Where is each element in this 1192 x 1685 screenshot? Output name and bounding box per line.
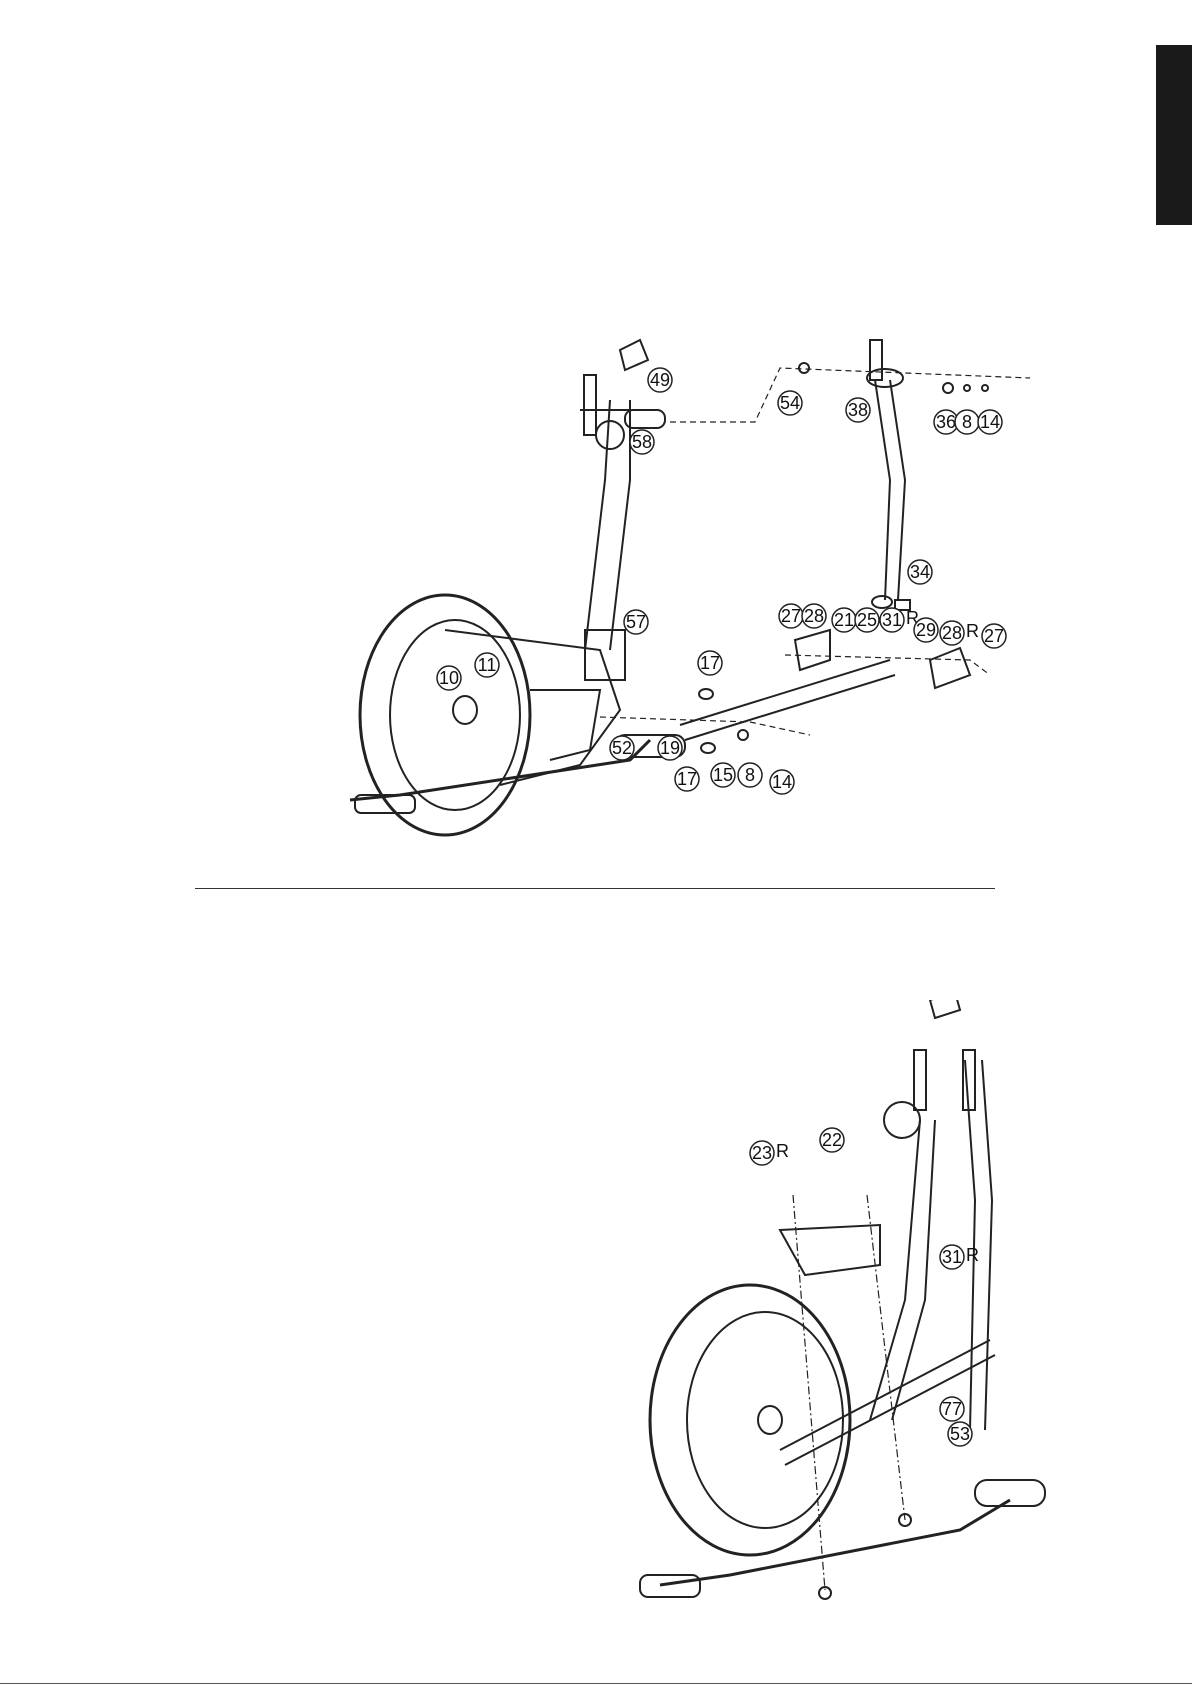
callout-label: 17 <box>677 769 697 789</box>
fig1-callout-15: 15 <box>711 763 735 787</box>
callout-label: 77 <box>942 1399 962 1419</box>
callout-label: 27 <box>781 606 801 626</box>
fig1-callout-58: 58 <box>630 430 654 454</box>
callout-label: 21 <box>834 610 854 630</box>
fig1-callout-49: 49 <box>648 368 672 392</box>
callout-suffix: R <box>966 1245 979 1265</box>
callout-label: 23 <box>752 1143 772 1163</box>
callout-label: 15 <box>713 765 733 785</box>
fig1-callout-8: 8 <box>955 410 979 434</box>
callout-label: 28 <box>942 623 962 643</box>
fig1-callout-27: 27 <box>779 604 803 628</box>
fig1-callout-52: 52 <box>610 736 634 760</box>
machine-drawing <box>640 1000 1045 1599</box>
callout-label: 14 <box>772 772 792 792</box>
fig1-callout-10: 10 <box>437 666 461 690</box>
fig1-callout-38: 38 <box>846 398 870 422</box>
fig1-callout-54: 54 <box>778 391 802 415</box>
callout-label: 58 <box>632 432 652 452</box>
section-tab <box>1156 45 1192 225</box>
fig2-callout-77: 77 <box>940 1397 964 1421</box>
callout-label: 49 <box>650 370 670 390</box>
callout-label: 11 <box>478 655 497 675</box>
callout-label: 25 <box>857 610 877 630</box>
fig1-callout-21: 21 <box>832 608 856 632</box>
callout-label: 57 <box>626 612 646 632</box>
callout-label: 36 <box>936 412 956 432</box>
fig1-callout-14: 14 <box>770 770 794 794</box>
fig1-callout-19: 19 <box>658 736 682 760</box>
section-divider <box>195 888 995 889</box>
fig1-callout-27: 27 <box>982 624 1006 648</box>
fig1-callout-17: 17 <box>698 651 722 675</box>
callout-label: 53 <box>950 1424 970 1444</box>
fig1-callout-57: 57 <box>624 610 648 634</box>
callout-label: 31 <box>942 1247 962 1267</box>
callout-label: 22 <box>822 1130 842 1150</box>
callout-suffix: R <box>966 621 979 641</box>
fig1-callout-14: 14 <box>978 410 1002 434</box>
callout-label: 27 <box>984 626 1004 646</box>
page-bottom-rule <box>0 1683 1192 1684</box>
fig1-callout-34: 34 <box>908 560 932 584</box>
frame-drawing <box>350 340 988 835</box>
fig1-callout-8: 8 <box>738 763 762 787</box>
fig1-callout-25: 25 <box>855 608 879 632</box>
fig1-callout-28: 28 <box>802 604 826 628</box>
fig2-callout-53: 53 <box>948 1422 972 1446</box>
callout-label: 8 <box>962 412 972 432</box>
callout-label: 31 <box>882 610 902 630</box>
callout-suffix: R <box>776 1141 789 1161</box>
callout-label: 17 <box>700 653 720 673</box>
fig1-callout-29: 29 <box>914 618 938 642</box>
callout-label: 19 <box>660 738 680 758</box>
callout-label: 28 <box>804 606 824 626</box>
callout-label: 38 <box>848 400 868 420</box>
fig2-callout-22: 22 <box>820 1128 844 1152</box>
callout-label: 54 <box>780 393 800 413</box>
callout-label: 29 <box>916 620 936 640</box>
callout-label: 8 <box>745 765 755 785</box>
fig1-callout-17: 17 <box>675 767 699 791</box>
fig1-callout-11: 11 <box>475 653 499 677</box>
callout-label: 10 <box>439 668 459 688</box>
callout-label: 34 <box>910 562 930 582</box>
callout-label: 14 <box>980 412 1000 432</box>
callout-label: 52 <box>612 738 632 758</box>
